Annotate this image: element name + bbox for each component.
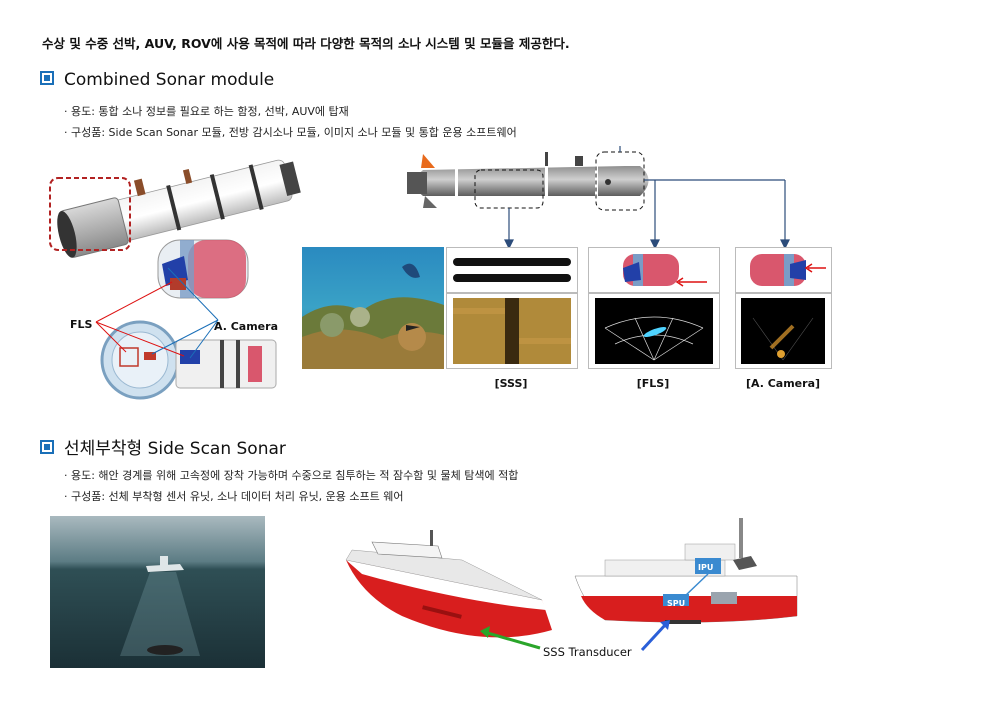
- underwater-photo: [302, 247, 444, 369]
- section-bullet-icon: [40, 71, 54, 85]
- camera-sensor-panel: [735, 247, 832, 293]
- ocean-scene-image: [50, 516, 265, 668]
- section1-title: Combined Sonar module: [64, 70, 275, 90]
- section1-title-row: Combined Sonar module: [40, 70, 274, 90]
- combined-sonar-module-illustration: [49, 159, 301, 400]
- sss-sensor-panel: [446, 247, 578, 293]
- transducer-pointer-arrows: [480, 620, 670, 652]
- section1-bullet-usage: · 용도: 통합 소나 정보를 필요로 하는 함정, 선박, AUV에 탑재: [64, 105, 349, 118]
- camera-sonar-image: [741, 298, 825, 364]
- section2-bullet-components: · 구성품: 선체 부착형 센서 유닛, 소나 데이터 처리 유닛, 운용 소프…: [64, 490, 404, 503]
- a-camera-label: A. Camera: [214, 320, 278, 333]
- boat-illustration: [345, 530, 552, 638]
- fls-caption: [FLS]: [636, 377, 670, 390]
- section2-bullet-usage: · 용도: 해안 경계를 위해 고속정에 장착 가능하며 수중으로 침투하는 적…: [64, 469, 519, 482]
- section2-title: 선체부착형 Side Scan Sonar: [64, 439, 286, 459]
- fls-image-panel: [588, 293, 720, 369]
- camera-image-panel: [735, 293, 832, 369]
- sss-image-panel: [446, 293, 578, 369]
- section2-title-row: 선체부착형 Side Scan Sonar: [40, 434, 286, 459]
- intro-text: 수상 및 수중 선박, AUV, ROV에 사용 목적에 따라 다양한 목적의 …: [42, 36, 570, 51]
- sss-sensor-bars: [453, 258, 571, 282]
- fls-sonar-image: [595, 298, 713, 364]
- ship-illustration: [574, 518, 798, 624]
- sss-caption: [SSS]: [494, 377, 528, 390]
- spu-label: SPU: [667, 599, 686, 608]
- sss-sonar-image: [453, 298, 571, 364]
- sss-transducer-label: SSS Transducer: [543, 645, 632, 659]
- section1-bullet-components: · 구성품: Side Scan Sonar 모듈, 전방 감시소나 모듈, 이…: [64, 126, 517, 139]
- section-bullet-icon: [40, 440, 54, 454]
- fls-label: FLS: [70, 318, 93, 331]
- camera-caption: [A. Camera]: [745, 377, 821, 390]
- fls-sensor-panel: [588, 247, 720, 293]
- ipu-label: IPU: [698, 563, 714, 572]
- auv-illustration: [407, 146, 790, 250]
- fls-sensor-image: [623, 254, 707, 287]
- camera-sensor-image: [750, 254, 826, 286]
